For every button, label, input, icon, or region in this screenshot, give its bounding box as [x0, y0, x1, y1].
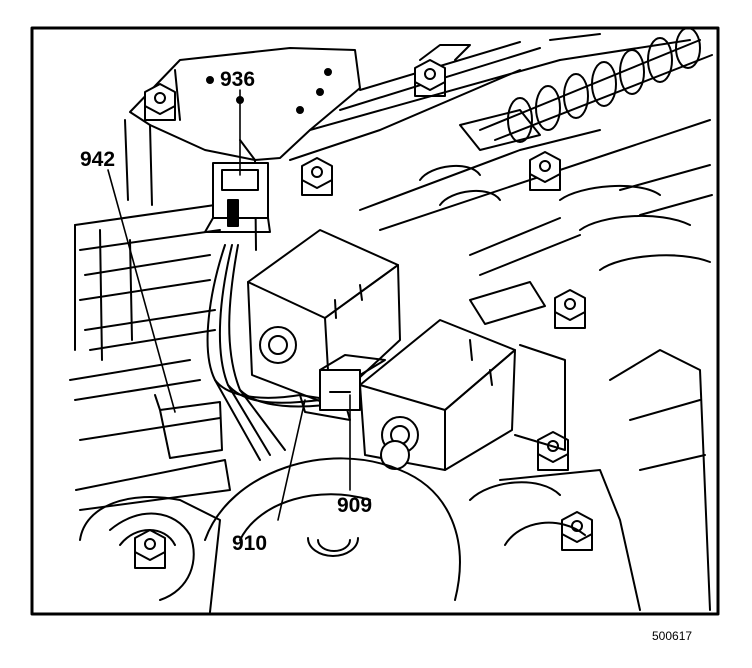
leader-910 [277, 399, 306, 521]
connector-909 [319, 354, 386, 411]
channel-plate [69, 204, 231, 511]
leader-lines [107, 89, 351, 521]
bolt-4 [529, 151, 561, 191]
main-housing [124, 47, 361, 251]
bolt-2 [414, 59, 446, 97]
bolt-3 [301, 157, 333, 196]
figure-id: 500617 [652, 629, 692, 643]
bolts [134, 59, 593, 569]
spool-valves [419, 109, 713, 325]
callout-910: 910 [232, 532, 267, 555]
center-hub [204, 457, 461, 601]
callout-936: 936 [220, 68, 255, 91]
bolt-5 [554, 289, 586, 329]
bolt-8 [134, 529, 166, 569]
bolt-6 [537, 431, 569, 471]
bolt-7 [561, 511, 593, 551]
lower-left-casting [79, 496, 221, 613]
callout-909: 909 [337, 494, 372, 517]
lower-right-casting [469, 349, 711, 611]
solenoid-2 [359, 319, 566, 471]
callout-942: 942 [80, 148, 115, 171]
coil-spring [479, 27, 713, 143]
diagram-frame [30, 26, 720, 616]
connector-936 [204, 139, 271, 233]
leader-942 [107, 169, 176, 413]
bolt-1 [144, 83, 176, 121]
